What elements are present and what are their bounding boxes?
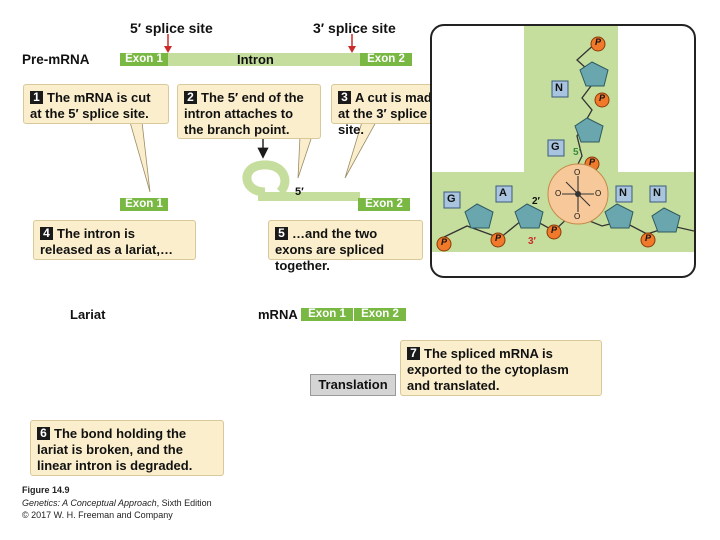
five-prime-splice-site-label: 5′ splice site bbox=[130, 20, 213, 36]
copyright-line: © 2017 W. H. Freeman and Company bbox=[22, 510, 173, 520]
step-text-2: The 5′ end of the intron attaches to the… bbox=[184, 90, 304, 137]
callout-pointer-2 bbox=[297, 135, 313, 179]
three-prime-splice-site-label: 3′ splice site bbox=[313, 20, 396, 36]
inset-oxygen-3: O bbox=[555, 189, 562, 198]
intermediate-exon2: Exon 2 bbox=[358, 198, 410, 211]
intermediate-5prime-label: 5′ bbox=[295, 186, 304, 198]
figure-source: Genetics: A Conceptual Approach, Sixth E… bbox=[22, 498, 212, 509]
lariat-label: Lariat bbox=[70, 307, 106, 322]
step-number-1: 1 bbox=[30, 91, 43, 104]
step-number-2: 2 bbox=[184, 91, 197, 104]
intermediate-lariat bbox=[242, 160, 290, 197]
cut-arrow-5prime bbox=[164, 34, 172, 53]
inset-5prime-label: 5′ bbox=[573, 147, 581, 158]
inset-phosphate-7: P bbox=[645, 233, 652, 243]
book-title: Genetics: A Conceptual Approach bbox=[22, 498, 157, 508]
inset-oxygen-2: O bbox=[574, 212, 581, 221]
mrna-label: mRNA bbox=[258, 307, 298, 322]
mrna-exon1: Exon 1 bbox=[301, 308, 353, 321]
inset-base-n-3: N bbox=[653, 187, 661, 199]
intermediate-exon1: Exon 1 bbox=[120, 198, 168, 211]
inset-graphic bbox=[432, 26, 694, 252]
translation-box: Translation bbox=[310, 374, 396, 396]
step-number-7: 7 bbox=[407, 347, 420, 360]
step-number-5: 5 bbox=[275, 227, 288, 240]
step-text-4: The intron is released as a lariat,… bbox=[40, 226, 173, 257]
step-text-7: The spliced mRNA is exported to the cyto… bbox=[407, 346, 569, 393]
intermediate-intron-tail bbox=[258, 192, 360, 201]
inset-oxygen-1: O bbox=[574, 168, 581, 177]
inset-phosphate-6: P bbox=[551, 225, 558, 235]
pre-mrna-exon2: Exon 2 bbox=[360, 53, 412, 66]
inset-base-g-2: G bbox=[447, 193, 456, 205]
chemistry-inset: P P P P P P P N G G A N N 5′ 2′ 3′ O O O… bbox=[430, 24, 696, 278]
inset-base-n-1: N bbox=[555, 82, 563, 94]
intron-label: Intron bbox=[237, 52, 274, 67]
step-text-1: The mRNA is cut at the 5′ splice site. bbox=[30, 90, 151, 121]
inset-phosphate-5: P bbox=[495, 233, 502, 243]
inset-2prime-label: 2′ bbox=[532, 196, 540, 207]
step-number-6: 6 bbox=[37, 427, 50, 440]
inset-phosphate-1: P bbox=[595, 37, 602, 47]
inset-3prime-label: 3′ bbox=[528, 236, 536, 247]
pre-mrna-label: Pre-mRNA bbox=[22, 52, 90, 67]
inset-oxygen-4: O bbox=[595, 189, 602, 198]
mrna-exon2: Exon 2 bbox=[354, 308, 406, 321]
step-number-4: 4 bbox=[40, 227, 53, 240]
inset-base-a: A bbox=[499, 187, 507, 199]
callout-pointer-1 bbox=[129, 121, 151, 193]
pre-mrna-exon1: Exon 1 bbox=[120, 53, 168, 66]
step-text-6: The bond holding the lariat is broken, a… bbox=[37, 426, 193, 473]
pre-mrna-strand bbox=[120, 53, 412, 66]
inset-base-n-2: N bbox=[619, 187, 627, 199]
step-number-3: 3 bbox=[338, 91, 351, 104]
callout-step-5: 5…and the two exons are spliced together… bbox=[268, 220, 423, 273]
step-text-3: A cut is made at the 3′ splice site. bbox=[338, 90, 440, 137]
cut-arrow-3prime bbox=[348, 34, 356, 53]
inset-phosphate-4: P bbox=[441, 237, 448, 247]
book-edition: , Sixth Edition bbox=[156, 498, 212, 508]
inset-base-g-1: G bbox=[551, 141, 560, 153]
figure-number: Figure 14.9 bbox=[22, 485, 70, 495]
step-text-5: …and the two exons are spliced together. bbox=[275, 226, 385, 273]
inset-phosphate-2: P bbox=[599, 93, 606, 103]
inset-phosphate-3: P bbox=[589, 157, 596, 167]
